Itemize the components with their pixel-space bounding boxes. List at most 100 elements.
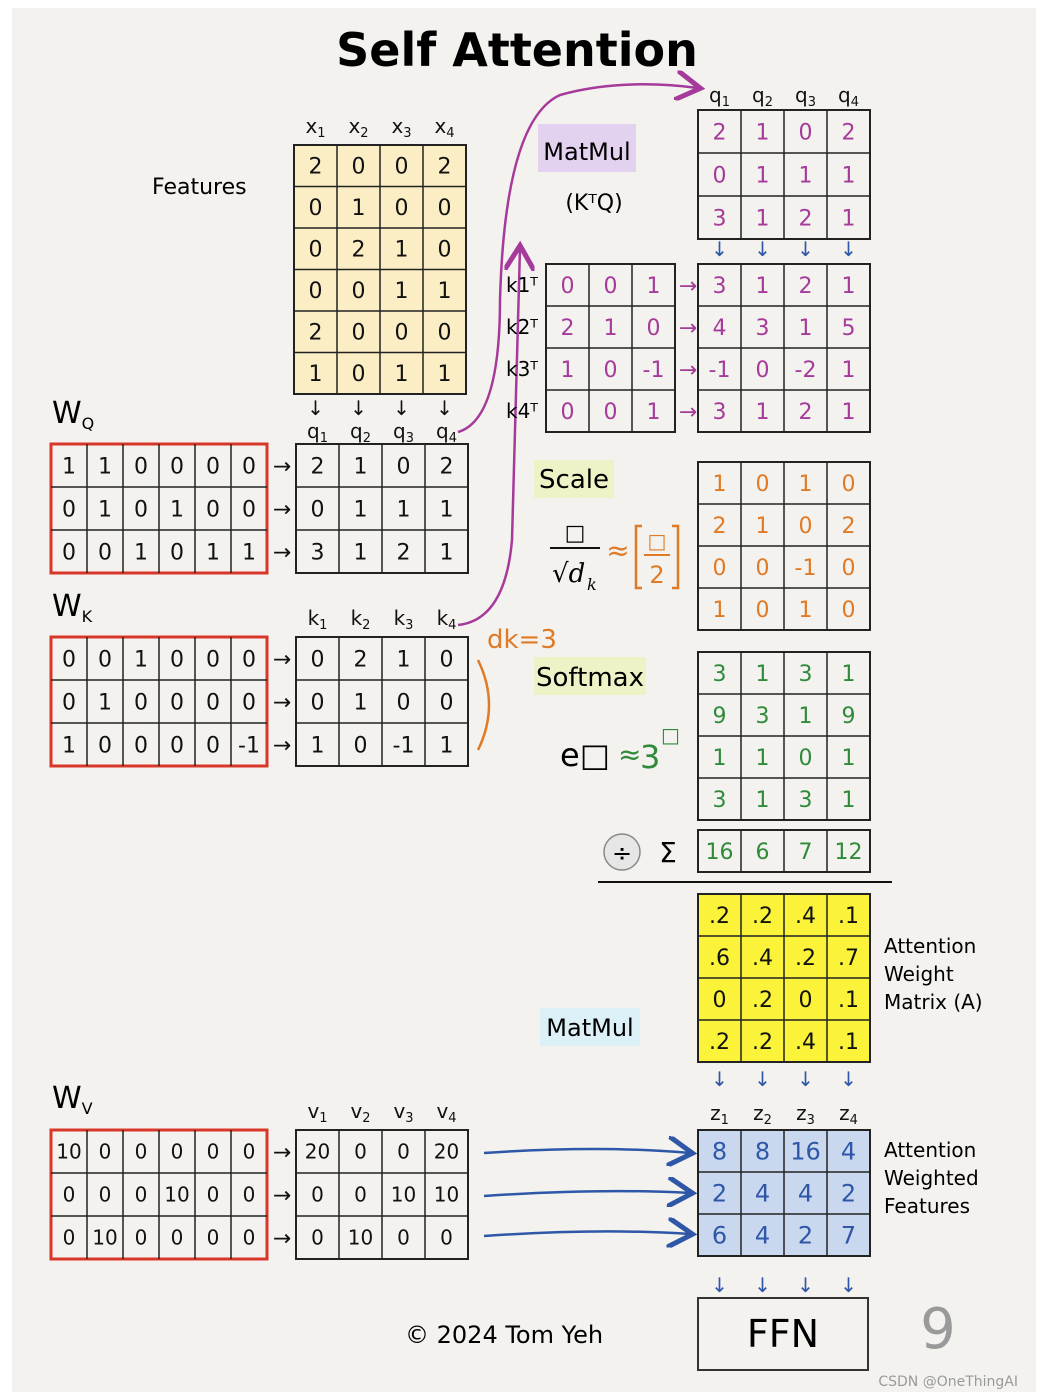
k-matrix-cell: 0: [440, 647, 454, 672]
bracket-denominator: 2: [649, 561, 664, 589]
v-matrix-cell: 0: [440, 1226, 453, 1250]
wq-matrix-cell: 1: [98, 454, 112, 479]
scaled-matrix-cell: 2: [713, 514, 727, 539]
ktq-matrix-cell: 1: [756, 274, 770, 299]
scaled-matrix-cell: 1: [713, 472, 727, 497]
wv-matrix-cell: 0: [207, 1140, 220, 1164]
wk-matrix-cell: 1: [98, 690, 112, 715]
attention-weight-matrix-label: Attention Weight Matrix (A): [884, 934, 983, 1014]
wv-matrix-cell: 10: [92, 1226, 117, 1250]
ktq-matrix-cell: 3: [713, 274, 727, 299]
v-header: v2: [350, 1099, 370, 1126]
wk-matrix-cell: 0: [62, 647, 76, 672]
wk-matrix-cell: 0: [170, 690, 184, 715]
ktq-matrix-cell: 2: [799, 400, 813, 425]
weighted-features-line-3: Features: [884, 1194, 970, 1218]
attention-matrix-cell: .1: [838, 904, 859, 929]
wq-matrix-cell: 1: [206, 540, 220, 565]
wv-to-v-arrow: →: [273, 1184, 291, 1209]
wk-to-k-arrow: →: [273, 691, 291, 716]
attention-matrix-cell: 0: [713, 988, 727, 1013]
wk-matrix-cell: 0: [206, 733, 220, 758]
q-matrix-cell: 1: [354, 497, 368, 522]
wv-to-v-arrow: →: [273, 1141, 291, 1166]
z-down-arrow: ↓: [840, 1273, 857, 1297]
k-header: k1: [308, 606, 328, 633]
softmax-label: Softmax: [536, 663, 644, 693]
wv-matrix-cell: 0: [135, 1226, 148, 1250]
wk-matrix-cell: 0: [170, 647, 184, 672]
q-top-matrix-cell: 1: [842, 163, 856, 188]
exp-exponent-box: □: [661, 723, 680, 747]
attention-weighted-features-label: Attention Weighted Features: [884, 1138, 979, 1218]
wq-label: WQ: [52, 396, 94, 433]
wv-matrix-cell: 0: [243, 1140, 256, 1164]
z-matrix-cell: 2: [798, 1222, 813, 1250]
features-matrix-cell: 0: [395, 321, 409, 346]
ktq-label: (KᵀQ): [565, 191, 622, 216]
v-matrix-cell: 0: [397, 1140, 410, 1164]
exp-three: 3: [640, 738, 660, 776]
wq-matrix-cell: 0: [242, 497, 256, 522]
q-matrix-cell: 1: [354, 540, 368, 565]
wv-label: WV: [52, 1081, 93, 1118]
q-top-down-arrow: ↓: [754, 237, 771, 261]
wq-matrix-cell: 1: [170, 497, 184, 522]
features-matrix-cell: 1: [438, 279, 452, 304]
z-header: z1: [710, 1101, 729, 1128]
weighted-features-line-2: Weighted: [884, 1166, 979, 1190]
matmul2-label: MatMul: [546, 1014, 633, 1042]
wv-matrix-cell: 10: [56, 1140, 81, 1164]
scale-approx: ≈: [606, 534, 629, 567]
wq-matrix-cell: 1: [134, 540, 148, 565]
k-to-kt-arrow: [457, 248, 520, 627]
weighted-features-line-1: Attention: [884, 1138, 976, 1162]
q-top-matrix-cell: 1: [842, 206, 856, 231]
q-header: q2: [350, 419, 371, 446]
ktq-matrix-cell: 3: [756, 316, 770, 341]
ktq-matrix-cell: -2: [795, 358, 817, 383]
k-matrix-cell: 0: [311, 690, 325, 715]
z-matrix-cell: 2: [841, 1180, 856, 1208]
q-top-header: q2: [752, 83, 773, 110]
wk-matrix-cell: 0: [206, 690, 220, 715]
attention-down-arrow: ↓: [711, 1067, 728, 1091]
divide-circle: [603, 833, 641, 871]
wv-matrix-cell: 0: [243, 1183, 256, 1207]
attention-matrix-cell: .1: [838, 988, 859, 1013]
exp-approx: ≈: [618, 738, 641, 771]
page-title: Self Attention: [336, 23, 698, 77]
v-to-z-arrow-3: [483, 1231, 690, 1236]
z-down-arrow: ↓: [711, 1273, 728, 1297]
v-header: v3: [393, 1099, 413, 1126]
divide-symbol: ÷: [612, 839, 632, 867]
exp-matrix-cell: 1: [713, 746, 727, 771]
z-matrix-cell: 4: [755, 1222, 770, 1250]
z-header: z2: [753, 1101, 772, 1128]
kt-row-label: k4ᵀ: [506, 399, 538, 423]
wv-matrix-cell: 0: [99, 1183, 112, 1207]
scale-label: Scale: [539, 465, 609, 495]
kt-row-label: k1ᵀ: [506, 273, 538, 297]
features-header: x4: [434, 114, 454, 141]
features-matrix-cell: 0: [352, 362, 366, 387]
kt-matrix-cell: 0: [647, 316, 661, 341]
ktq-matrix-cell: 4: [713, 316, 727, 341]
k-matrix-cell: 1: [440, 733, 454, 758]
wk-matrix-cell: 0: [98, 733, 112, 758]
exp-matrix-cell: 1: [799, 704, 813, 729]
scale-formula-box: □: [565, 521, 586, 546]
exp-matrix-cell: 1: [756, 788, 770, 813]
q-header: q4: [436, 419, 457, 446]
attention-matrix-cell: .2: [752, 988, 773, 1013]
features-matrix-cell: 0: [352, 155, 366, 180]
q-matrix-cell: 1: [440, 497, 454, 522]
wv-matrix-cell: 0: [243, 1226, 256, 1250]
k-matrix-cell: -1: [393, 733, 415, 758]
v-matrix-cell: 0: [354, 1183, 367, 1207]
wv-matrix-cell: 0: [207, 1183, 220, 1207]
q-top-matrix-cell: 2: [713, 120, 727, 145]
wv-matrix-cell: 10: [164, 1183, 189, 1207]
ktq-matrix-cell: 5: [842, 316, 856, 341]
